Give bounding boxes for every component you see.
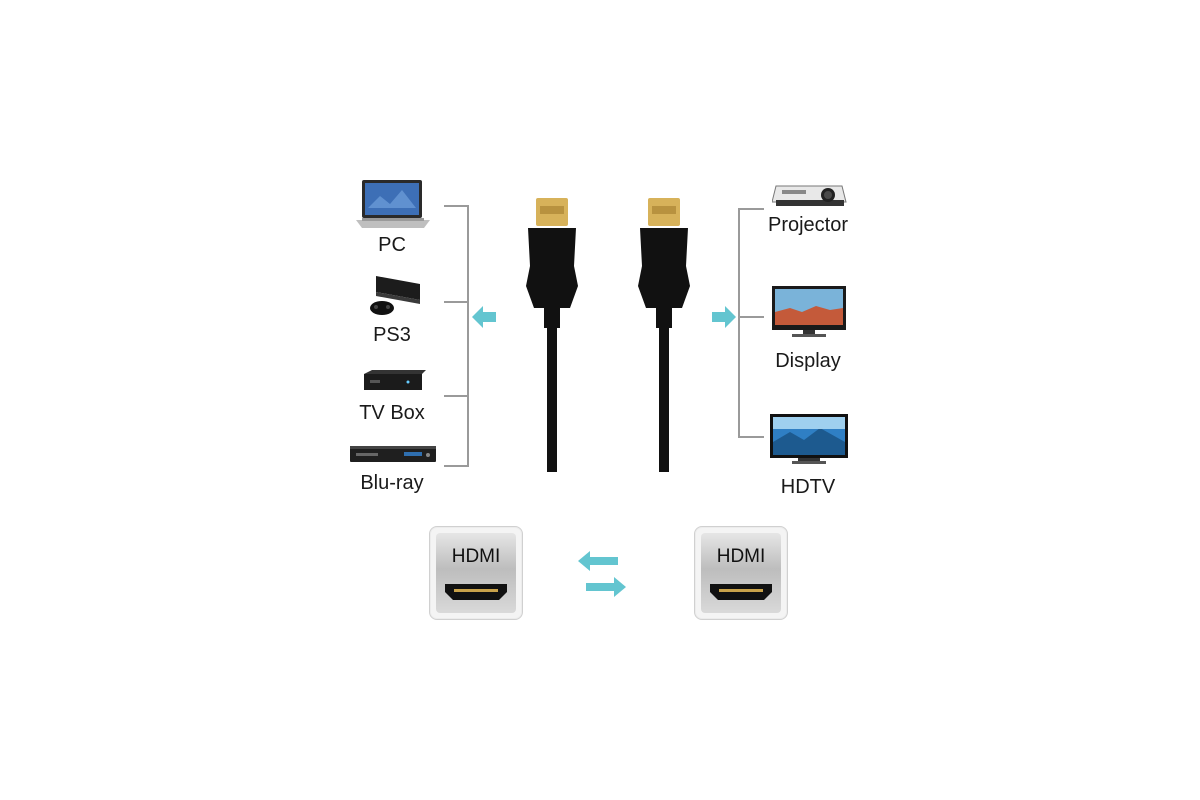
device-label-display: Display <box>775 350 841 372</box>
hdmi-port-right-face: HDMI <box>701 533 781 613</box>
device-label-bluray: Blu-ray <box>360 472 424 494</box>
device-label-pc: PC <box>378 234 406 256</box>
hdmi-port-right: HDMI <box>694 526 788 620</box>
left-bracket-tick-pc <box>444 205 469 207</box>
hdmi-port-socket-icon <box>445 584 507 600</box>
right-bracket-tick-projector <box>738 208 764 210</box>
hdmi-port-socket-icon <box>710 584 772 600</box>
hdmi-cable-right <box>638 198 690 472</box>
monitor-icon <box>772 286 846 337</box>
left-bracket-vertical <box>467 205 469 467</box>
device-label-ps3: PS3 <box>373 324 411 346</box>
projector-icon <box>772 185 847 206</box>
arrow-right-icon <box>712 306 736 328</box>
left-bracket-tick-tvbox <box>444 395 469 397</box>
hdmi-port-left-label: HDMI <box>451 546 501 567</box>
right-bracket-vertical <box>738 208 740 438</box>
hdtv-icon <box>770 414 848 464</box>
device-label-projector: Projector <box>767 214 849 236</box>
bluray-player-icon <box>350 446 436 462</box>
swap-arrows-icon <box>578 551 626 597</box>
right-bracket-tick-hdtv <box>738 436 764 438</box>
right-bracket-tick-display <box>738 316 764 318</box>
hdmi-port-right-label: HDMI <box>716 546 766 567</box>
arrow-left-icon <box>472 306 496 328</box>
tv-box-icon <box>364 370 426 390</box>
laptop-icon <box>356 180 430 228</box>
left-bracket-tick-ps3 <box>444 301 469 303</box>
left-bracket-tick-bluray <box>444 465 469 467</box>
hdmi-port-left: HDMI <box>429 526 523 620</box>
hdmi-cable-left <box>526 198 578 472</box>
game-console-icon <box>370 276 420 315</box>
hdmi-port-left-face: HDMI <box>436 533 516 613</box>
device-label-tv-box: TV Box <box>359 402 425 424</box>
device-label-hdtv: HDTV <box>780 476 836 498</box>
